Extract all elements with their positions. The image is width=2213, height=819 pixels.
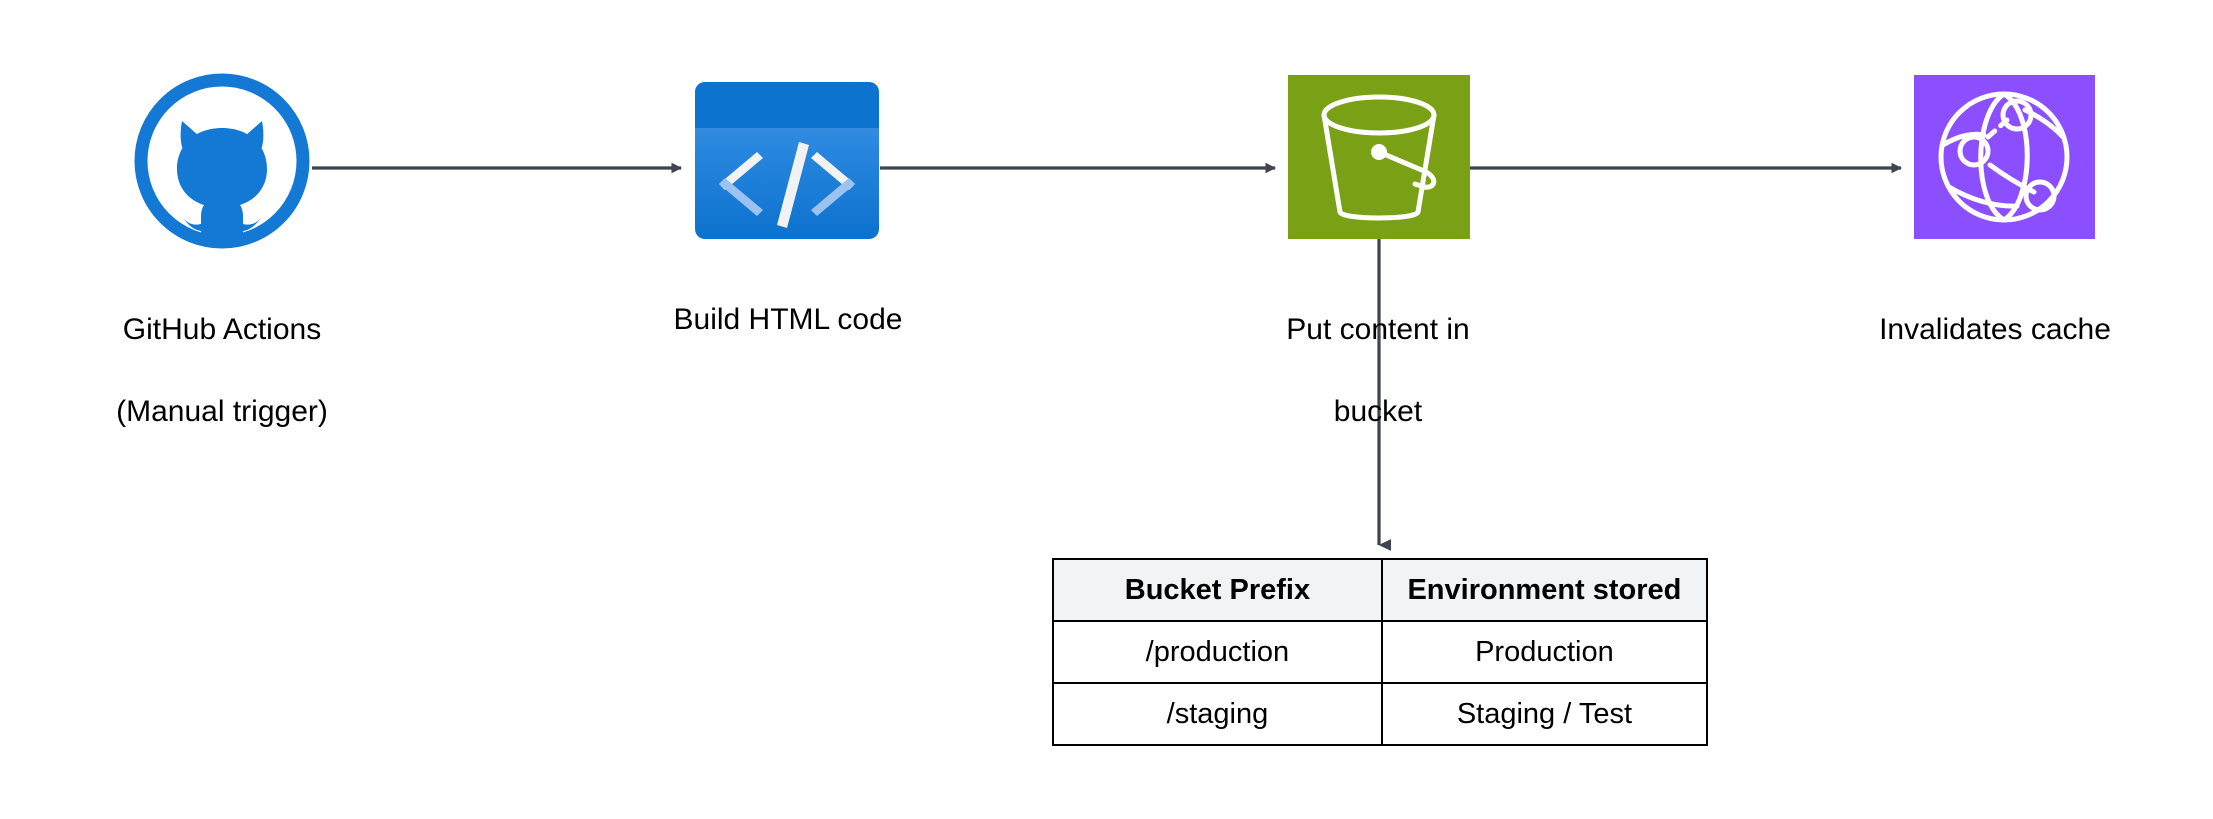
bucket-prefix-table: Bucket Prefix Environment stored /produc… [1052,558,1709,746]
node-github-actions[interactable] [133,72,311,250]
table-row: /staging Staging / Test [1052,682,1709,746]
node-label-invalidates-cache: Invalidates cache [1795,268,2195,391]
cache-label-line-1: Invalidates cache [1879,313,2111,346]
table-header-bucket-prefix: Bucket Prefix [1052,558,1383,622]
table-header-row: Bucket Prefix Environment stored [1052,558,1709,622]
table-cell-prefix-production: /production [1052,620,1383,684]
s3-bucket-icon [1321,94,1437,221]
build-label-line-1: Build HTML code [673,303,903,336]
node-invalidates-cache[interactable] [1914,75,2095,239]
cloudfront-globe-icon [1938,91,2070,223]
github-octocat-icon [134,73,310,249]
table-cell-prefix-staging: /staging [1052,682,1383,746]
bucket-label-line-2: bucket [1333,395,1423,428]
table-cell-environment-staging: Staging / Test [1380,682,1709,746]
node-build-html-code[interactable] [695,82,879,239]
table-cell-environment-production: Production [1380,620,1709,684]
node-label-github-actions: GitHub Actions (Manual trigger) [22,268,422,473]
node-label-put-content-in-bucket: Put content in bucket [1178,268,1578,473]
table-row: /production Production [1052,620,1709,684]
node-label-build-html-code: Build HTML code [588,258,988,381]
code-brackets-icon [719,142,855,228]
bucket-label-line-1: Put content in [1286,313,1470,346]
code-window-titlebar [695,82,879,128]
table-header-environment-stored: Environment stored [1380,558,1709,622]
node-put-content-in-bucket[interactable] [1288,75,1470,239]
github-label-line-2: (Manual trigger) [116,395,328,428]
github-label-line-1: GitHub Actions [122,313,322,346]
